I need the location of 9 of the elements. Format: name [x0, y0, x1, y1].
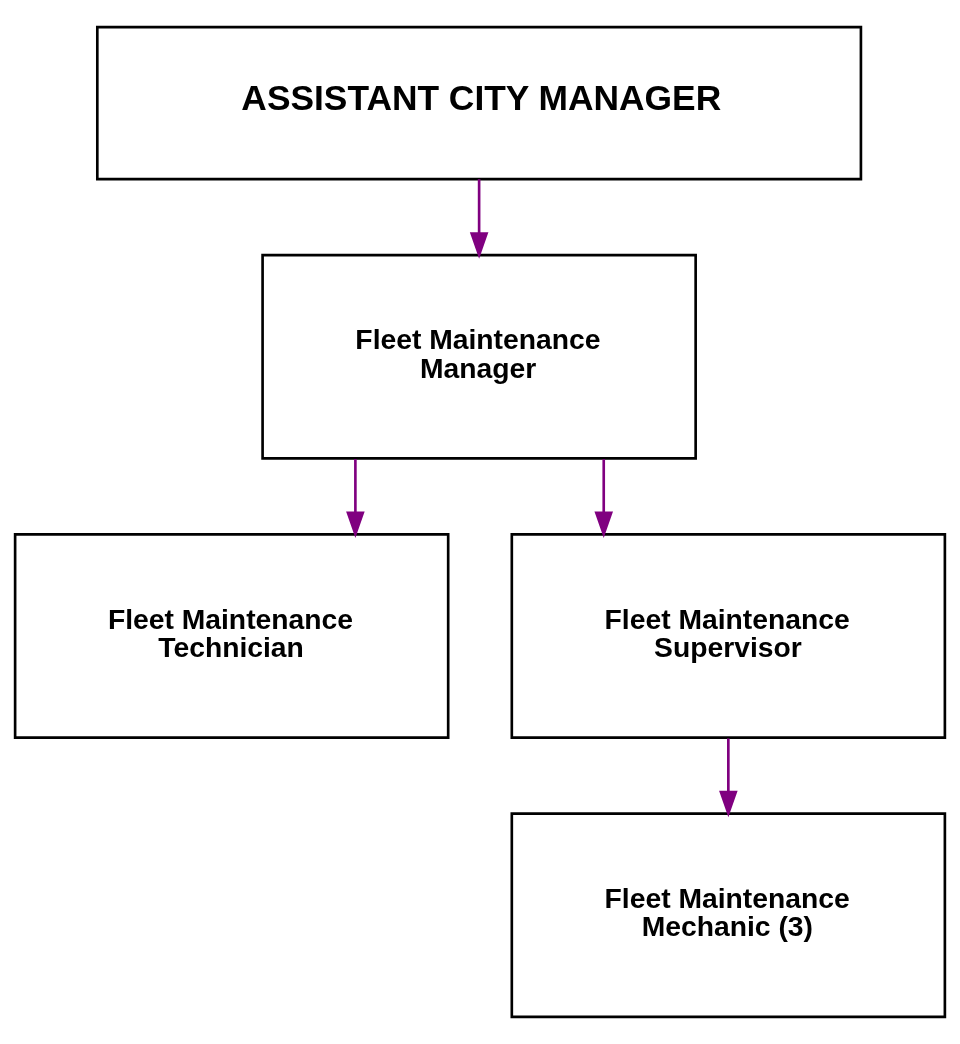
arrow: [594, 459, 614, 539]
node-box: Fleet Maintenance Supervisor: [510, 533, 947, 739]
arrow: [719, 738, 738, 818]
arrow: [469, 179, 489, 259]
node-box: ASSISTANT CITY MANAGER: [96, 25, 863, 181]
node-box: Fleet Maintenance Manager: [261, 253, 697, 460]
arrow: [346, 459, 365, 539]
node-box: Fleet Maintenance Mechanic (3): [510, 812, 947, 1019]
node-box: Fleet Maintenance Technician: [13, 533, 450, 739]
